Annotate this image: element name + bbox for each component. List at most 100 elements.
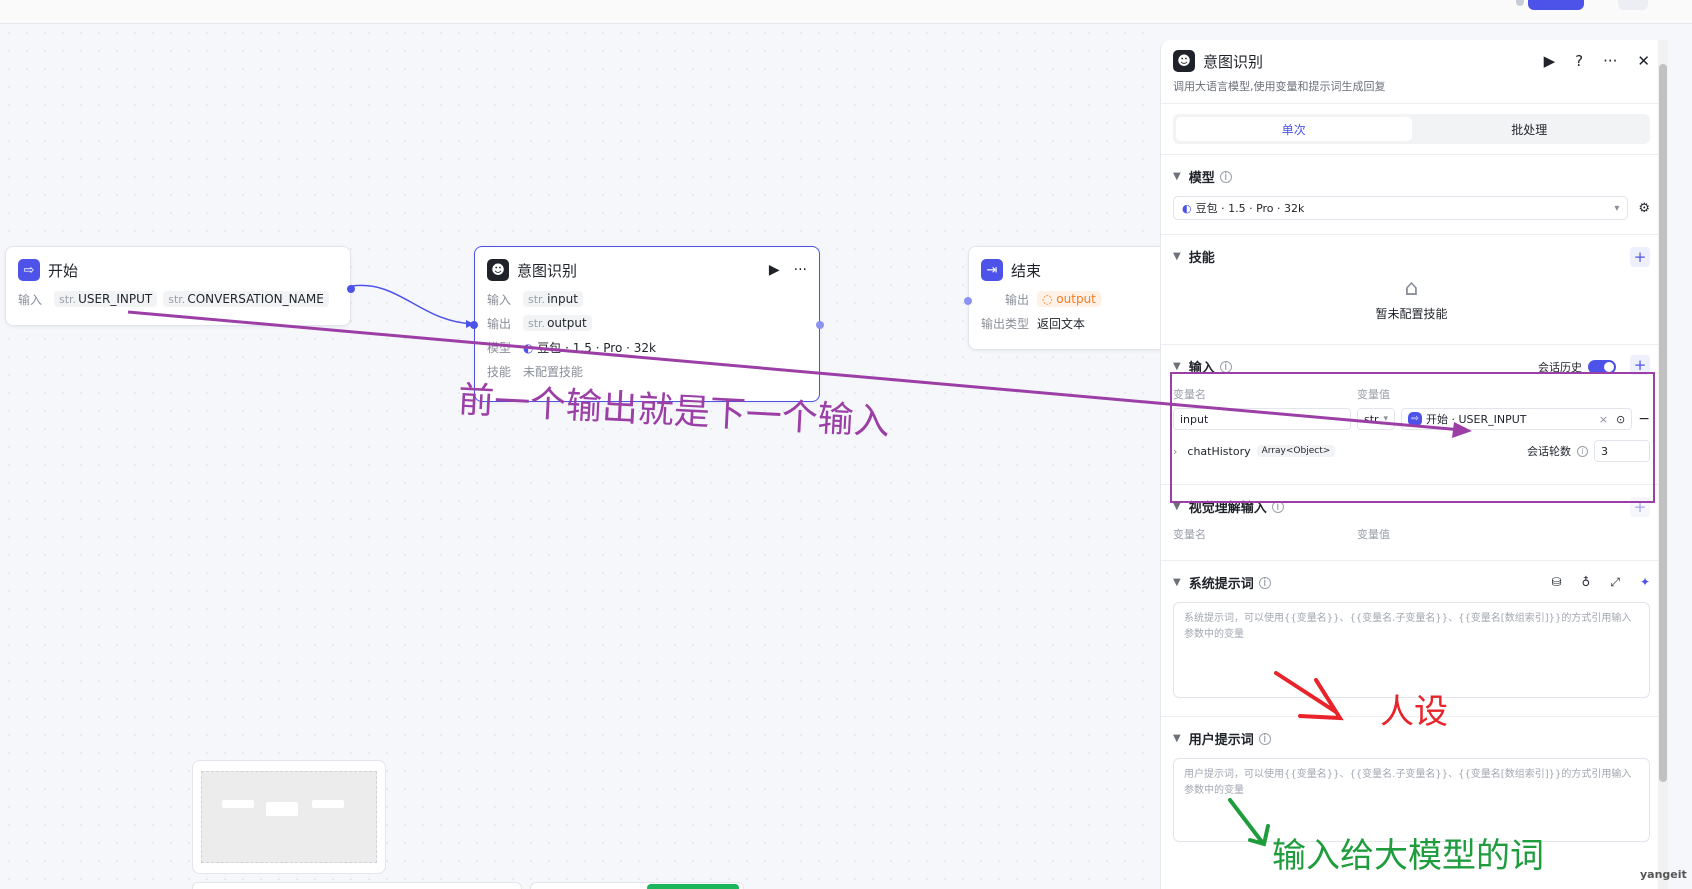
- param-tag: str.input: [523, 291, 583, 307]
- panel-scrollbar[interactable]: [1658, 40, 1668, 889]
- model-select[interactable]: ◐豆包 · 1.5 · Pro · 32k ▾: [1173, 196, 1629, 220]
- model-select-value: 豆包 · 1.5 · Pro · 32k: [1195, 202, 1305, 215]
- annotation-highlight-box: [1170, 372, 1655, 503]
- row-label: 输出类型: [981, 316, 1030, 331]
- model-section: ▼ 模型 i ◐豆包 · 1.5 · Pro · 32k ▾ ⚙: [1161, 154, 1662, 234]
- input-port[interactable]: [964, 297, 972, 305]
- minimap[interactable]: [192, 760, 386, 874]
- minimap-node: [312, 800, 344, 808]
- add-input-button[interactable]: +: [1630, 355, 1650, 375]
- add-skill-button[interactable]: +: [1630, 247, 1650, 267]
- section-title: 视觉理解输入: [1188, 501, 1267, 516]
- clear-icon[interactable]: ×: [1598, 412, 1609, 426]
- top-indicator-icon: [1516, 0, 1524, 6]
- target-icon[interactable]: ⊙: [1616, 412, 1626, 426]
- chevron-down-icon[interactable]: ▼: [1173, 251, 1181, 262]
- node-start-title: 开始: [48, 261, 79, 280]
- var-ref-select[interactable]: ⇨ 开始 · USER_INPUT × ⊙: [1401, 408, 1633, 430]
- node-end-title: 结束: [1011, 261, 1042, 280]
- row-label: 输出: [487, 316, 512, 331]
- chevron-down-icon[interactable]: ▼: [1173, 501, 1181, 512]
- workflow-canvas[interactable]: [0, 24, 1160, 889]
- edge-start-to-intent: [351, 284, 475, 325]
- history-label: 会话历史: [1538, 360, 1582, 374]
- chevron-down-icon[interactable]: ▼: [1173, 733, 1181, 744]
- node-config-panel: ☻ 意图识别 ▶ ? ··· ✕ 调用大语言模型,使用变量和提示词生成回复 单次…: [1160, 40, 1662, 889]
- llm-icon: ☻: [1173, 50, 1195, 72]
- top-bar: [0, 0, 1692, 24]
- param-tag: str.CONVERSATION_NAME: [163, 291, 329, 307]
- row-label: 输入: [487, 292, 512, 307]
- minimap-node: [222, 800, 254, 808]
- user-prompt-textarea[interactable]: 用户提示词，可以使用{{变量名}}、{{变量名.子变量名}}、{{变量名[数组索…: [1173, 758, 1650, 842]
- help-icon[interactable]: ?: [1575, 52, 1584, 70]
- remove-icon[interactable]: −: [1638, 411, 1650, 427]
- expand-icon[interactable]: ⤢: [1610, 575, 1620, 589]
- skill-value: 未配置技能: [523, 364, 584, 379]
- param-tag: str.output: [523, 315, 592, 331]
- output-port[interactable]: [347, 285, 355, 293]
- gear-icon[interactable]: ⚙: [1638, 200, 1650, 216]
- node-start-input-label: 输入: [18, 292, 43, 307]
- more-button[interactable]: [1618, 0, 1648, 10]
- annotation-persona-note: 人设: [1380, 692, 1448, 732]
- system-prompt-textarea[interactable]: 系统提示词，可以使用{{变量名}}、{{变量名.子变量名}}、{{变量名[数组索…: [1173, 602, 1650, 698]
- history-toggle[interactable]: [1588, 359, 1616, 374]
- more-icon[interactable]: ···: [793, 262, 807, 278]
- info-icon: i: [1577, 445, 1588, 457]
- section-title: 系统提示词: [1188, 577, 1254, 592]
- add-node-toolbar[interactable]: [530, 882, 744, 889]
- skills-section: ▼ 技能 + ⌂ 暂未配置技能: [1161, 234, 1662, 344]
- play-icon[interactable]: ▶: [768, 262, 780, 278]
- annotation-arrow-red: [1274, 671, 1344, 721]
- sparkle-icon[interactable]: ✦: [1639, 575, 1650, 589]
- col-value: 变量值: [1357, 528, 1390, 541]
- section-title: 模型: [1188, 171, 1215, 186]
- model-logo-icon: ◐: [1182, 201, 1192, 215]
- annotation-arrow-green: [1228, 798, 1270, 847]
- annotation-arrow-purple: [127, 310, 1463, 432]
- start-icon: ⇨: [18, 259, 40, 281]
- play-icon[interactable]: ▶: [1543, 52, 1556, 70]
- node-intent-title: 意图识别: [517, 261, 578, 280]
- scrollbar-thumb[interactable]: [1659, 64, 1667, 782]
- row-label: 技能: [487, 364, 512, 379]
- input-port[interactable]: [470, 321, 478, 329]
- arrow-head-icon: [1452, 422, 1472, 438]
- chevron-right-icon[interactable]: ›: [1173, 444, 1178, 458]
- empty-text: 暂未配置技能: [1375, 307, 1448, 321]
- chevron-down-icon[interactable]: ▼: [1173, 171, 1181, 182]
- mode-tabs: 单次 批处理: [1173, 114, 1650, 144]
- end-icon: ⇥: [981, 259, 1003, 281]
- var-ref-value: 开始 · USER_INPUT: [1426, 413, 1527, 426]
- tab-single[interactable]: 单次: [1176, 117, 1412, 141]
- rounds-input[interactable]: 3: [1594, 440, 1650, 462]
- more-icon[interactable]: ···: [1603, 52, 1618, 70]
- node-start[interactable]: ⇨ 开始 输入 str.USER_INPUT str.CONVERSATION_…: [5, 246, 355, 326]
- output-type-value: 返回文本: [1037, 316, 1086, 331]
- chevron-down-icon[interactable]: ▼: [1173, 361, 1181, 372]
- lightbulb-icon[interactable]: ♁: [1581, 575, 1591, 589]
- chevron-down-icon: ▾: [1614, 202, 1620, 214]
- node-end[interactable]: ⇥ 结束 输出 ◌ output 输出类型 返回文本: [964, 246, 1168, 350]
- output-port[interactable]: [816, 321, 824, 329]
- tab-batch[interactable]: 批处理: [1511, 122, 1548, 137]
- zoom-toolbar[interactable]: [192, 882, 522, 889]
- start-icon: ⇨: [1408, 412, 1422, 426]
- publish-button[interactable]: [1528, 0, 1584, 10]
- col-name: 变量名: [1173, 388, 1206, 401]
- run-button[interactable]: [647, 884, 739, 889]
- output-tag: ◌ output: [1037, 291, 1101, 307]
- library-icon[interactable]: ⛁: [1551, 575, 1562, 589]
- close-icon[interactable]: ✕: [1637, 52, 1650, 70]
- col-name: 变量名: [1173, 528, 1206, 541]
- info-icon: i: [1219, 170, 1232, 183]
- chevron-down-icon[interactable]: ▼: [1173, 577, 1181, 588]
- node-intent[interactable]: ☻ 意图识别 ▶ ··· 输入 str.input 输出 str.output …: [470, 246, 824, 402]
- col-value: 变量值: [1357, 388, 1390, 401]
- empty-box-icon: ⌂: [1404, 276, 1419, 301]
- section-title: 技能: [1188, 251, 1215, 266]
